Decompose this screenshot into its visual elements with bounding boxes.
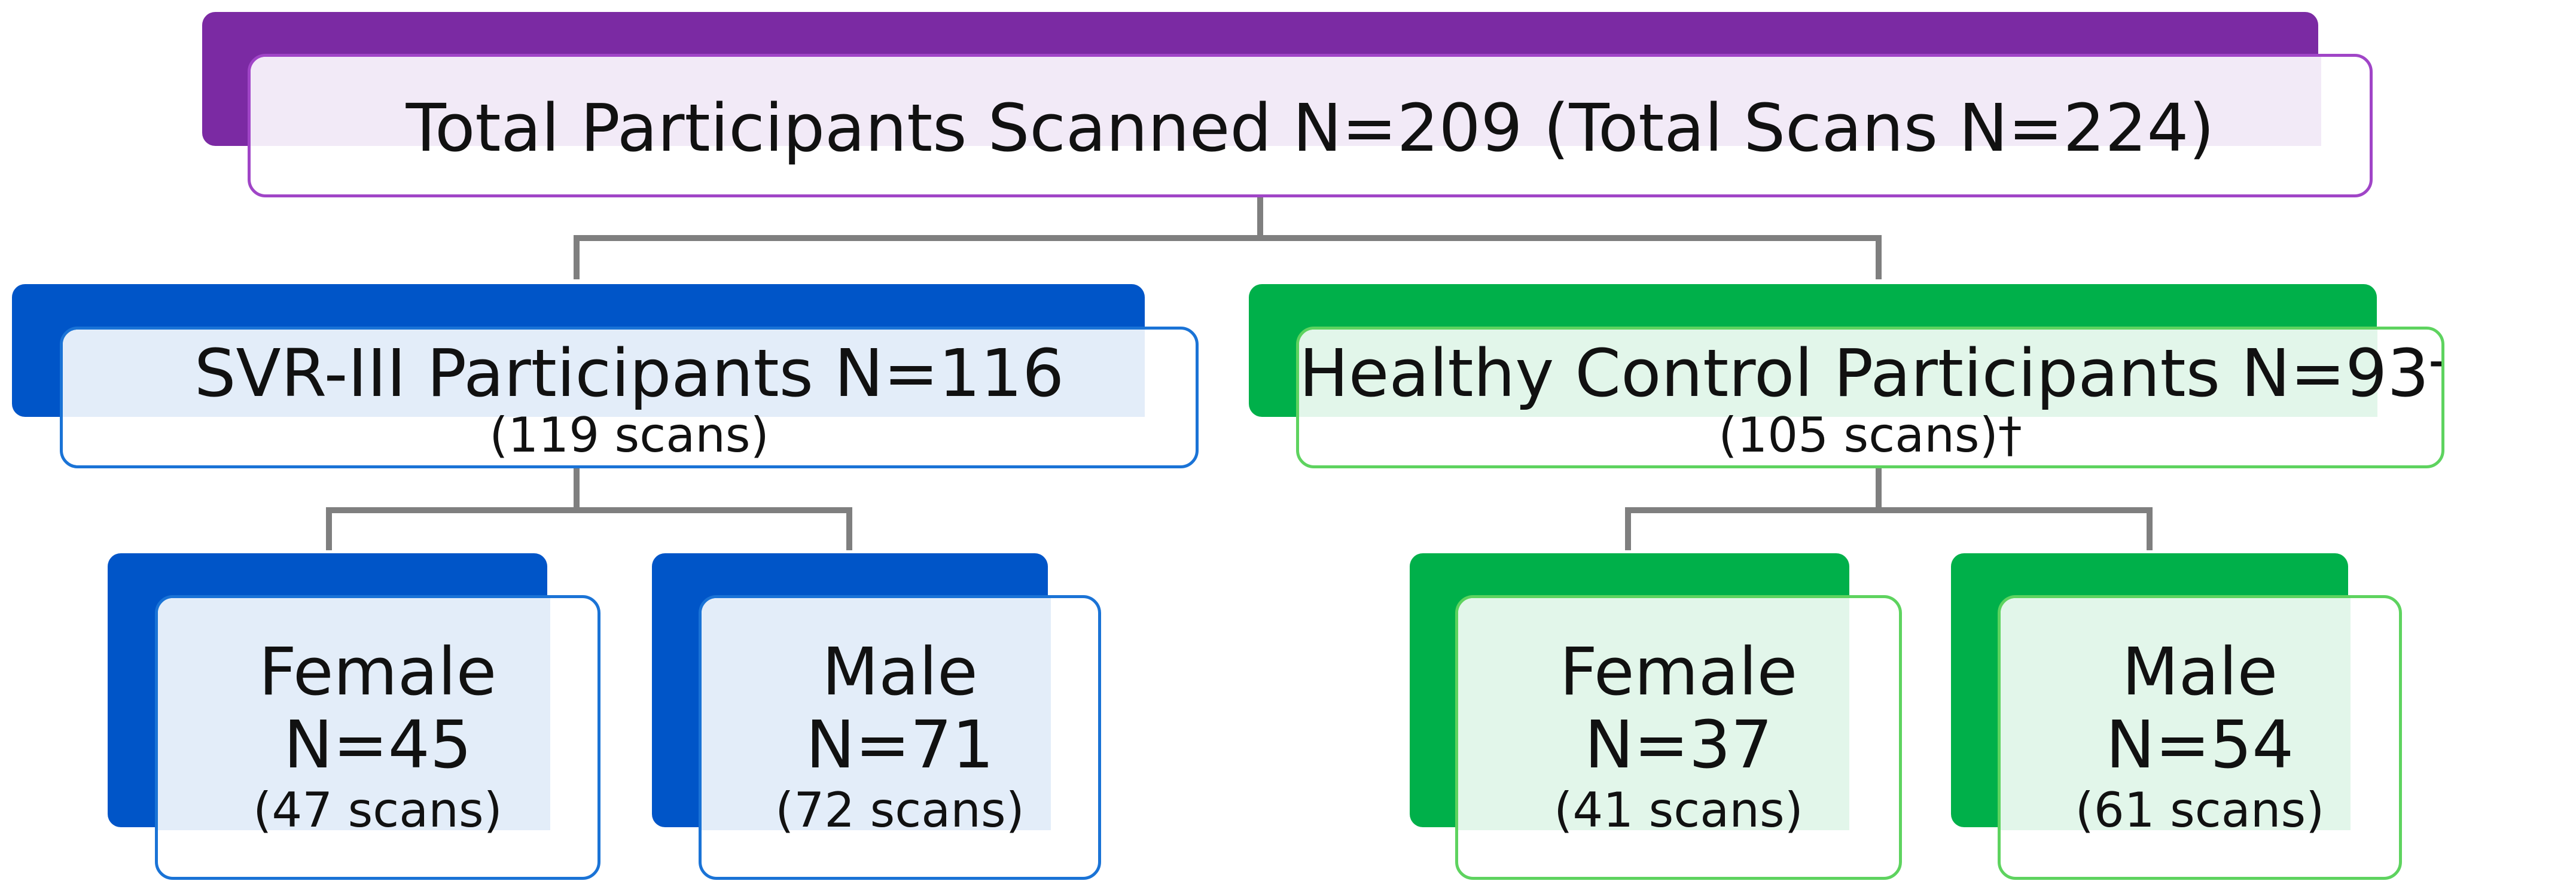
hc-to-sex-connector bbox=[1625, 465, 2153, 550]
svr-group-box: SVR-III Participants N=116 (119 scans) bbox=[60, 327, 1199, 468]
svr-male-box: Male N=71 (72 scans) bbox=[699, 595, 1101, 880]
svr-male-sex: Male bbox=[822, 633, 978, 710]
root-label: Total Participants Scanned N=209 (Total … bbox=[406, 90, 2215, 166]
svr-male-scans: (72 scans) bbox=[775, 782, 1025, 838]
hc-female-tint bbox=[1458, 598, 1849, 830]
svr-male-n: N=71 bbox=[806, 706, 994, 783]
root-box: Total Participants Scanned N=209 (Total … bbox=[248, 54, 2373, 197]
svr-female-n: N=45 bbox=[283, 706, 472, 783]
hc-male-scans: (61 scans) bbox=[2075, 782, 2325, 838]
svr-female-box: Female N=45 (47 scans) bbox=[155, 595, 600, 880]
hc-female-box: Female N=37 (41 scans) bbox=[1455, 595, 1902, 880]
svr-to-sex-connector bbox=[326, 465, 852, 550]
svr-female-scans: (47 scans) bbox=[253, 782, 502, 838]
svr-male-tint bbox=[702, 598, 1051, 830]
hc-male-box: Male N=54 (61 scans) bbox=[1998, 595, 2402, 880]
hc-group-box: Healthy Control Participants N=93† (105 … bbox=[1296, 327, 2444, 468]
hc-group-title: Healthy Control Participants N=93† bbox=[1299, 335, 2444, 412]
hc-female-scans: (41 scans) bbox=[1554, 782, 1803, 838]
hc-male-tint bbox=[2001, 598, 2351, 830]
svr-group-title: SVR-III Participants N=116 bbox=[194, 335, 1065, 412]
hc-group-scans: (105 scans)† bbox=[1718, 407, 2022, 463]
root-to-groups-connector bbox=[574, 194, 1882, 279]
hc-male-sex: Male bbox=[2121, 633, 2278, 710]
svr-female-sex: Female bbox=[258, 633, 497, 710]
hc-female-sex: Female bbox=[1559, 633, 1798, 710]
svr-group-tint bbox=[63, 330, 1145, 417]
hc-group-tint bbox=[1299, 330, 2377, 417]
hc-male-n: N=54 bbox=[2105, 706, 2294, 783]
svr-female-tint bbox=[158, 598, 550, 830]
hc-female-n: N=37 bbox=[1584, 706, 1773, 783]
root-box-tint bbox=[251, 57, 2321, 146]
svr-group-scans: (119 scans) bbox=[489, 407, 769, 463]
